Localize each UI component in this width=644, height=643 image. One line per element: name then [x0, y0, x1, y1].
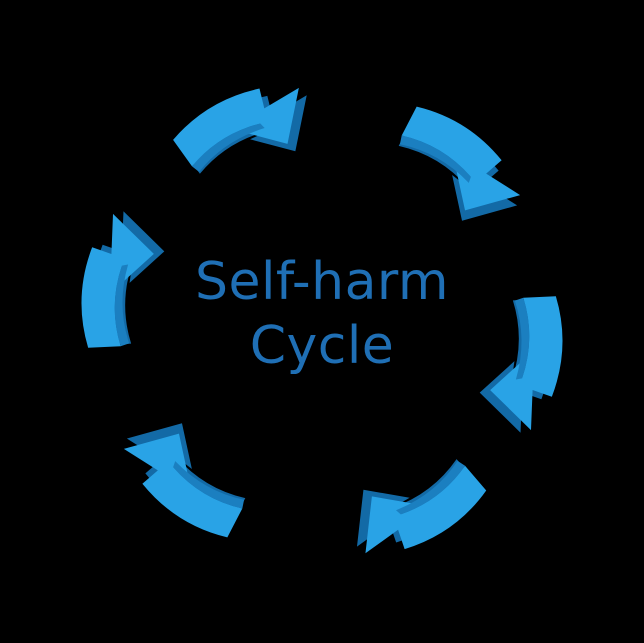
arrow-bottom-left-icon: [108, 402, 266, 549]
cycle-title-line-2: Cycle: [249, 316, 395, 376]
arrow-top-right-icon: [378, 95, 536, 242]
cycle-title: Self-harm Cycle: [122, 250, 522, 378]
arrow-top-left-icon: [167, 67, 327, 197]
cycle-title-line-1: Self-harm: [194, 252, 450, 312]
arrow-bottom-right-icon: [333, 436, 494, 573]
